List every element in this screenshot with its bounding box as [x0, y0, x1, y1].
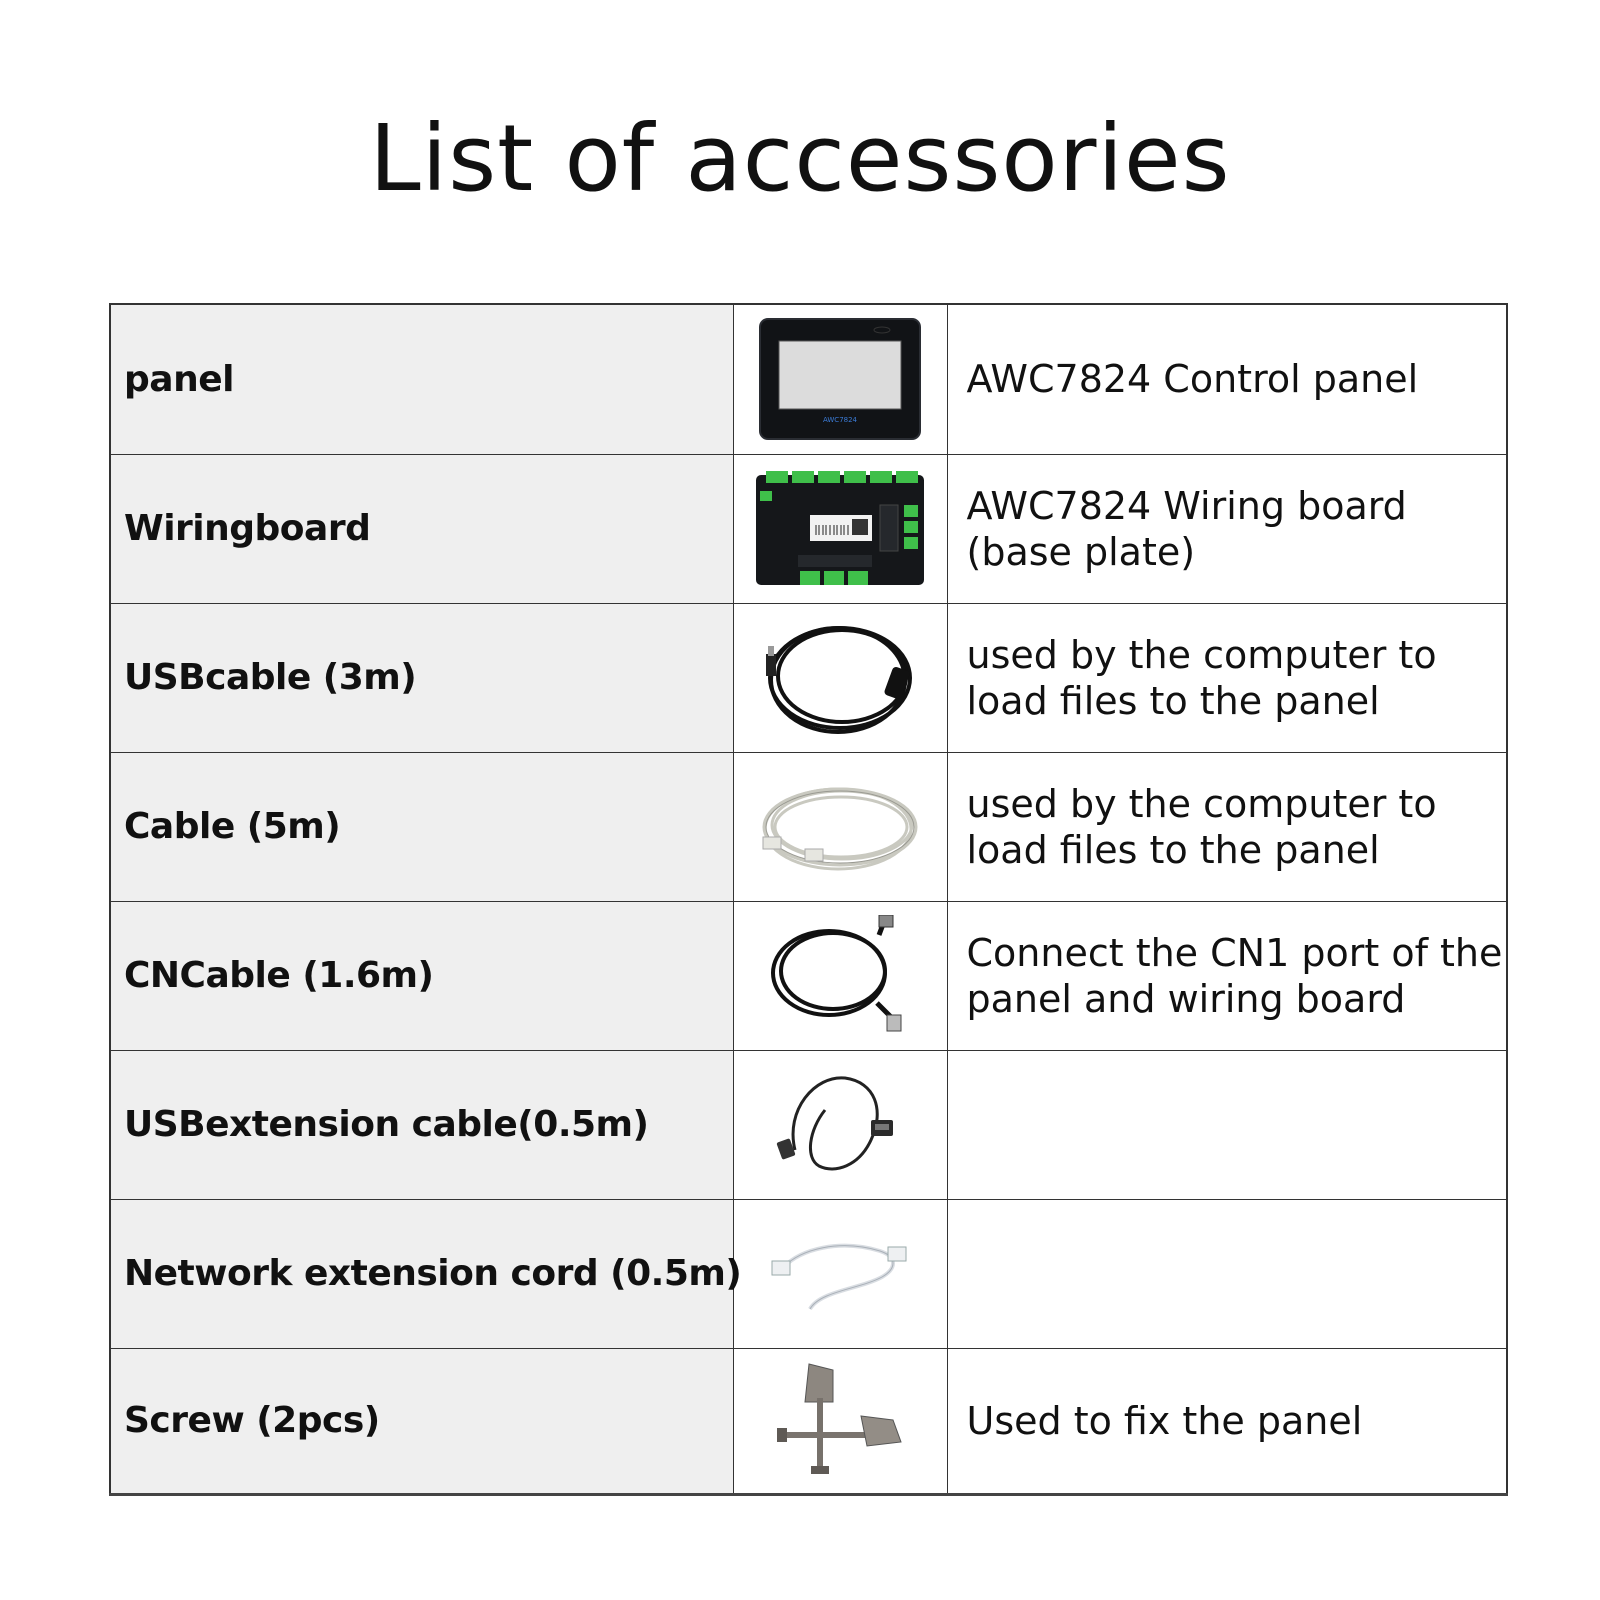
accessories-table: panel AWC7824 AWC7824 Control panel Wiri… — [109, 303, 1508, 1496]
table-row: CNCable (1.6m) Connect the CN1 port of t… — [109, 900, 1508, 1051]
item-description: used by the computer to load files to th… — [946, 602, 1508, 753]
description-line: load files to the panel — [966, 678, 1380, 723]
page-title: List of accessories — [369, 105, 1231, 212]
table-row: USBextension cable(0.5m) — [109, 1049, 1508, 1200]
description-line: AWC7824 Wiring board — [966, 483, 1407, 528]
item-name: Cable (5m) — [109, 751, 734, 902]
description-line: load files to the panel — [966, 827, 1380, 872]
item-name: USBextension cable(0.5m) — [109, 1049, 734, 1200]
item-name: CNCable (1.6m) — [109, 900, 734, 1051]
panel-label: AWC7824 — [823, 416, 858, 424]
item-description: AWC7824 Wiring board (base plate) — [946, 453, 1508, 604]
item-image-cell — [732, 602, 948, 753]
item-description — [946, 1198, 1508, 1349]
item-image-cell — [732, 1198, 948, 1349]
usb-cable-image — [766, 625, 912, 734]
table-row: Network extension cord (0.5m) — [109, 1198, 1508, 1349]
table-row: USBcable (3m) used by the computer to lo… — [109, 602, 1508, 753]
item-name: Wiringboard — [109, 453, 734, 604]
item-description: Used to fix the panel — [946, 1347, 1508, 1495]
table-row: Screw (2pcs) Used to fix the panel — [109, 1347, 1508, 1495]
description-line: used by the computer to — [966, 632, 1437, 677]
description-line: used by the computer to — [966, 781, 1437, 826]
item-description: used by the computer to load files to th… — [946, 751, 1508, 902]
item-image-cell: AWC7824 — [732, 303, 948, 455]
network-cable-image — [762, 787, 918, 870]
item-image-cell — [732, 751, 948, 902]
description-line: (base plate) — [966, 529, 1196, 574]
cn-cable-image — [771, 914, 902, 1031]
item-image-cell — [732, 1049, 948, 1200]
item-image-cell — [732, 453, 948, 604]
item-image-cell — [732, 900, 948, 1051]
wiring-board-image — [756, 470, 924, 585]
network-extension-cord-image — [771, 1243, 907, 1310]
item-description — [946, 1049, 1508, 1200]
table-row: Wiringboard — [109, 453, 1508, 604]
table-row: Cable (5m) used by the — [109, 751, 1508, 902]
description-line: Used to fix the panel — [966, 1398, 1363, 1443]
item-description: Connect the CN1 port of the panel and wi… — [946, 900, 1508, 1051]
item-name: Screw (2pcs) — [109, 1347, 734, 1495]
item-name: panel — [109, 303, 734, 455]
description-line: panel and wiring board — [966, 976, 1406, 1021]
table-row: panel AWC7824 AWC7824 Control panel — [109, 303, 1508, 455]
item-name: USBcable (3m) — [109, 602, 734, 753]
item-name: Network extension cord (0.5m) — [109, 1198, 742, 1349]
item-image-cell — [732, 1347, 948, 1495]
screw-image — [777, 1362, 902, 1474]
item-description: AWC7824 Control panel — [946, 303, 1508, 455]
description-line: Connect the CN1 port of the — [966, 930, 1503, 975]
control-panel-image: AWC7824 — [759, 318, 921, 441]
usb-extension-cable-image — [776, 1075, 893, 1170]
description-line: AWC7824 Control panel — [966, 357, 1419, 402]
